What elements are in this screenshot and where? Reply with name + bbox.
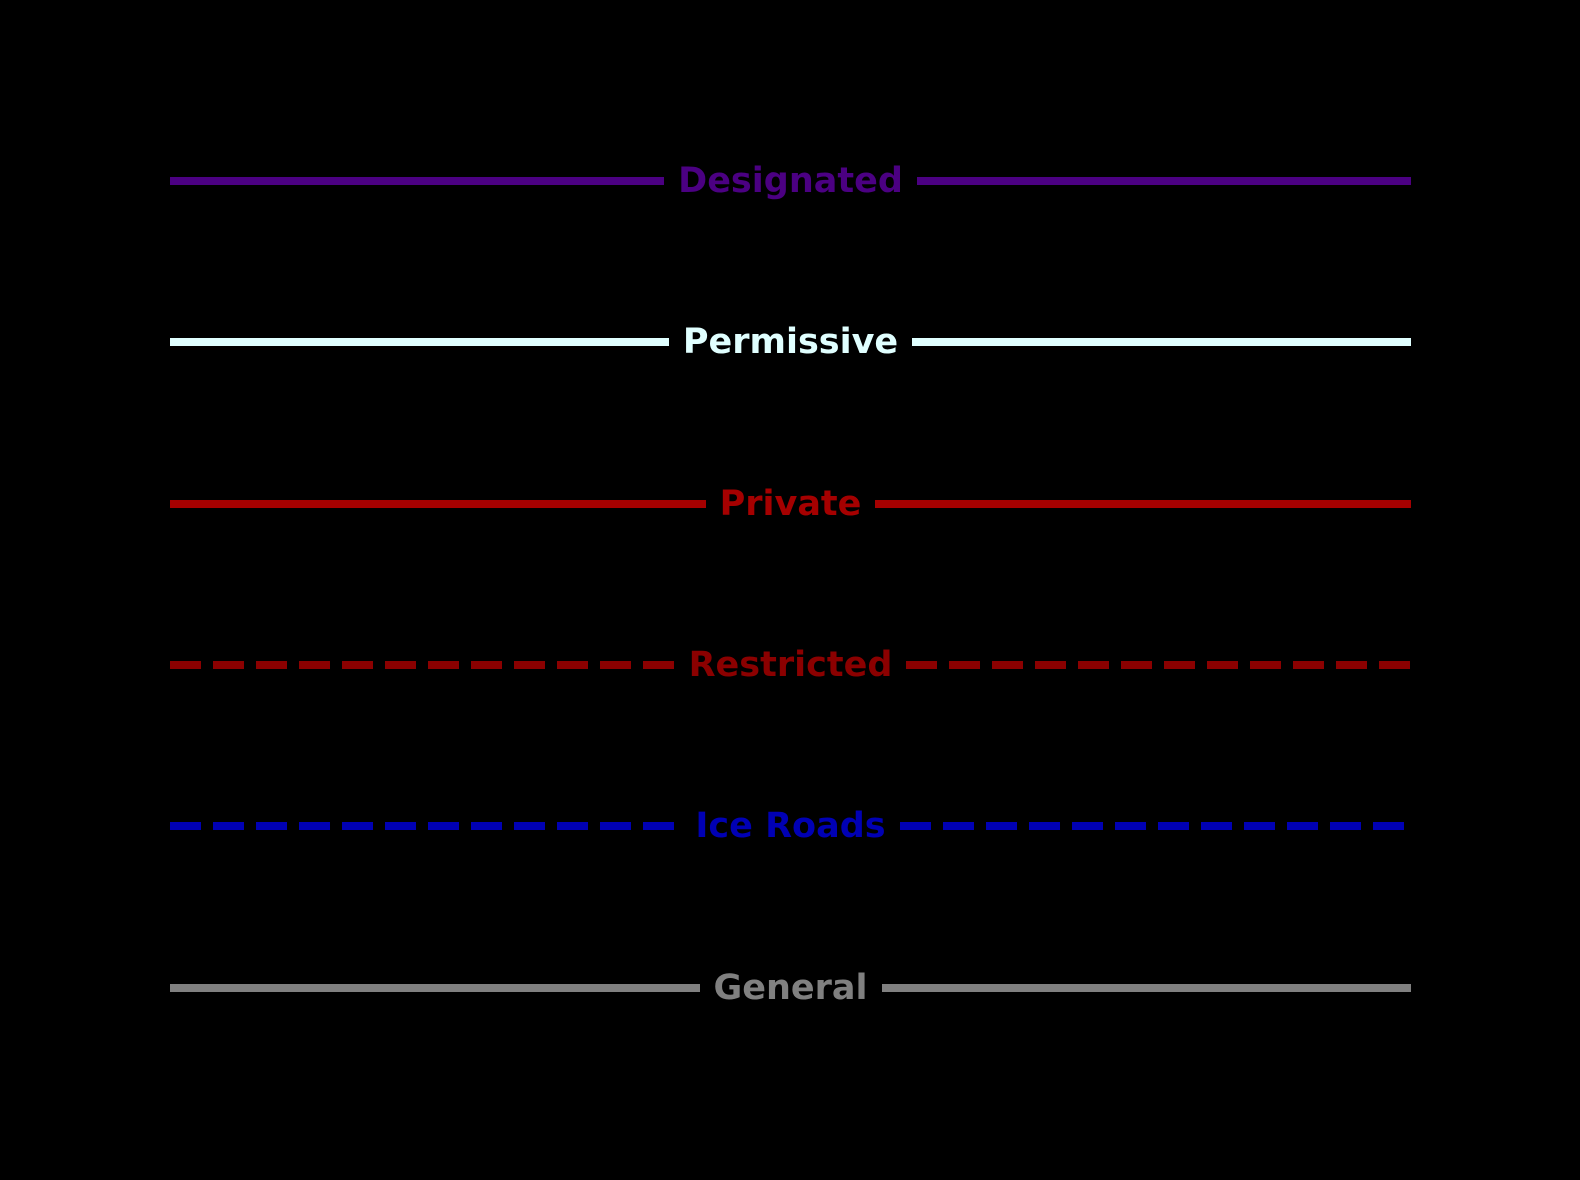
- legend-line-sample-left-ice-roads: [170, 822, 682, 830]
- legend-line-sample-right-designated: [916, 177, 1412, 185]
- legend-line-sample-right-ice-roads: [899, 822, 1412, 830]
- legend-line-sample-right-private: [875, 500, 1411, 508]
- legend-line-sample-left-designated: [170, 177, 665, 185]
- legend-entry-ice-roads: Ice Roads: [170, 796, 1412, 856]
- legend-label-designated: Designated: [678, 160, 903, 201]
- legend-line-sample-right-permissive: [912, 338, 1411, 346]
- legend-label-general: General: [713, 967, 868, 1008]
- legend-label-private: Private: [719, 483, 862, 524]
- legend-line-sample-left-permissive: [170, 338, 669, 346]
- legend-label-permissive: Permissive: [682, 321, 899, 362]
- legend-line-sample-right-restricted: [906, 661, 1411, 669]
- legend-line-sample-right-general: [881, 984, 1411, 992]
- legend-entry-restricted: Restricted: [170, 635, 1411, 695]
- legend-entry-private: Private: [170, 474, 1411, 534]
- legend-line-sample-left-general: [170, 984, 700, 992]
- legend-line-sample-left-restricted: [170, 661, 675, 669]
- legend-entry-permissive: Permissive: [170, 312, 1411, 372]
- legend-label-restricted: Restricted: [688, 644, 893, 685]
- legend-entry-general: General: [170, 958, 1411, 1018]
- legend-line-sample-left-private: [170, 500, 706, 508]
- legend-label-ice-roads: Ice Roads: [695, 805, 886, 846]
- legend-entry-designated: Designated: [170, 151, 1412, 211]
